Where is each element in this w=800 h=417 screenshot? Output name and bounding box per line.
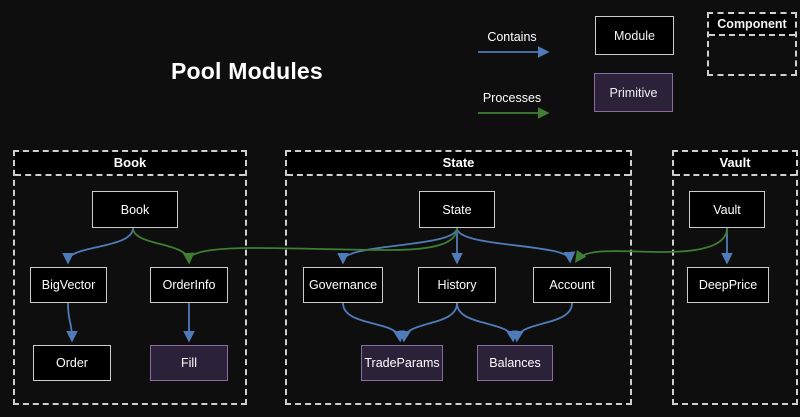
node-bigvector: BigVector — [30, 267, 107, 303]
diagram-title: Pool Modules — [171, 58, 323, 84]
legend-primitive-sample: Primitive — [594, 73, 673, 112]
cluster-book: Book — [13, 150, 247, 405]
node-order: Order — [33, 345, 111, 381]
cluster-vault-header: Vault — [674, 152, 796, 176]
legend-primitive-label: Primitive — [609, 85, 658, 100]
node-orderinfo: OrderInfo — [150, 267, 228, 303]
node-fill: Fill — [150, 345, 228, 381]
node-governance: Governance — [303, 267, 383, 303]
cluster-state: State — [285, 150, 632, 405]
node-deepprice: DeepPrice — [687, 267, 769, 303]
node-account: Account — [533, 267, 611, 303]
node-history: History — [418, 267, 496, 303]
legend-module-sample: Module — [595, 16, 674, 55]
legend-module-label: Module — [614, 28, 655, 43]
cluster-vault: Vault — [672, 150, 798, 405]
node-book: Book — [92, 191, 178, 228]
cluster-book-header: Book — [15, 152, 245, 176]
node-state: State — [419, 191, 495, 228]
legend-contains-label: Contains — [487, 30, 537, 44]
node-vault: Vault — [689, 191, 765, 228]
legend-component-sample: Component — [707, 12, 797, 76]
legend-processes-label: Processes — [482, 91, 542, 105]
cluster-state-header: State — [287, 152, 630, 176]
node-balances: Balances — [477, 345, 553, 381]
node-tradeparams: TradeParams — [361, 345, 443, 381]
legend-component-label: Component — [709, 14, 795, 36]
